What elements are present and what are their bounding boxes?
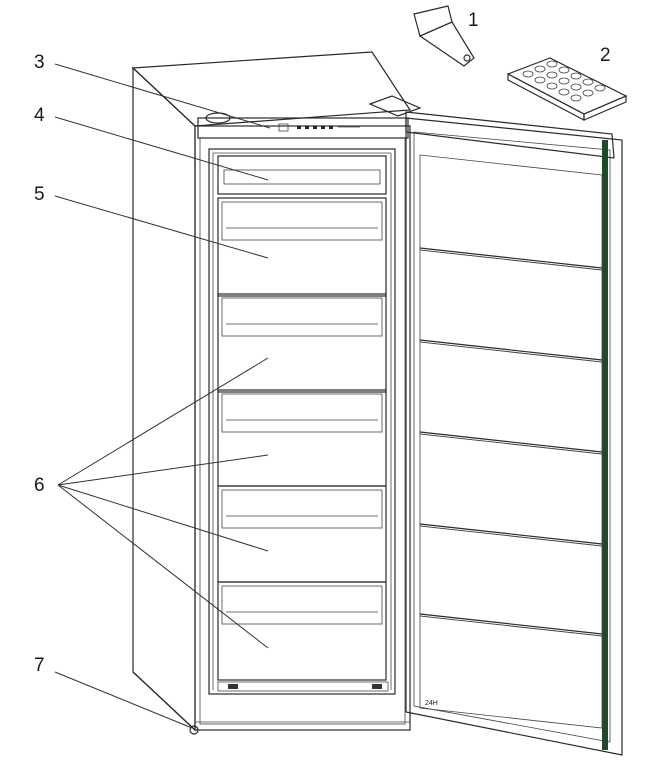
door-panel xyxy=(405,117,623,756)
callout-5: 5 xyxy=(34,184,45,205)
cabinet-front-frame xyxy=(194,125,411,731)
door-mark: 24H xyxy=(425,700,438,707)
door-hinge xyxy=(368,95,422,117)
callout-labels: 1 2 3 4 5 6 7 xyxy=(34,10,611,676)
ice-scraper xyxy=(413,5,475,67)
leader-6b xyxy=(57,454,269,486)
door: 24H xyxy=(368,95,623,756)
leader-6a xyxy=(57,357,269,486)
adjustable-foot xyxy=(189,725,199,735)
drawer-1 xyxy=(217,197,387,297)
drawer-4 xyxy=(217,485,387,583)
inner-liner xyxy=(208,148,396,695)
cabinet-side-panel xyxy=(132,66,196,732)
callout-1: 1 xyxy=(468,10,479,31)
door-compartments xyxy=(419,154,603,729)
leader-7 xyxy=(54,671,193,729)
leader-lines xyxy=(54,63,271,729)
top-flap xyxy=(217,155,387,195)
display-window xyxy=(278,123,289,132)
callout-4: 4 xyxy=(34,105,45,126)
drawers xyxy=(217,197,387,681)
drawer-3 xyxy=(217,389,387,487)
leader-3 xyxy=(54,63,271,129)
drawer-5 xyxy=(217,581,387,681)
leader-4 xyxy=(54,116,269,181)
callout-6: 6 xyxy=(34,475,45,496)
drawer-2 xyxy=(217,293,387,393)
control-buttons xyxy=(297,126,333,129)
cabinet xyxy=(131,51,412,732)
callout-2: 2 xyxy=(600,45,611,66)
callout-3: 3 xyxy=(34,52,45,73)
cabinet-top-panel xyxy=(131,51,412,127)
callout-7: 7 xyxy=(34,655,45,676)
leader-5 xyxy=(54,195,269,259)
leader-6c xyxy=(57,484,269,552)
leader-6d xyxy=(57,484,269,649)
ice-cube-tray xyxy=(506,57,628,121)
